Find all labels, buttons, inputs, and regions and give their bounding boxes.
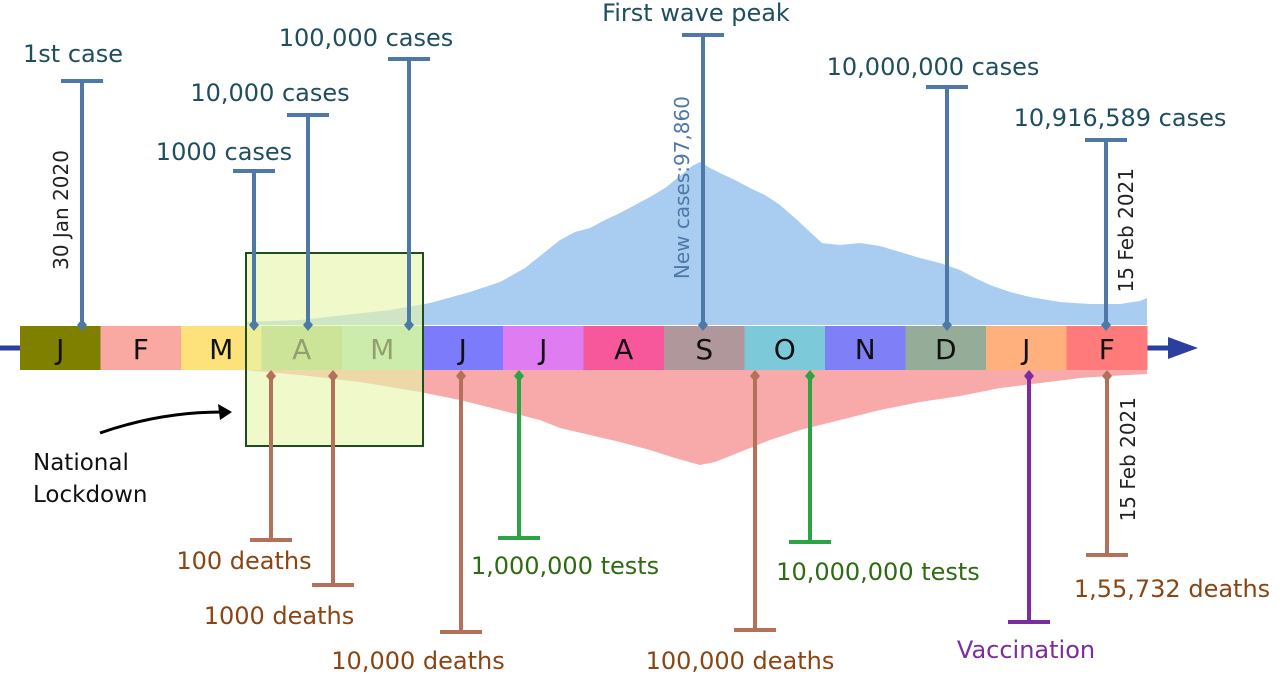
milestone-diamond [328, 370, 338, 382]
month-label: M [209, 333, 233, 366]
milestone-diamond [249, 319, 259, 331]
deaths-milestone-marker: 100 deaths [176, 370, 312, 575]
month-block [422, 326, 504, 370]
deaths-milestone-marker: 1000 deaths [204, 370, 355, 630]
month-label: J [1020, 333, 1030, 366]
case-milestone-marker: 1st case 30 Jan 2020 [23, 40, 123, 331]
deaths-milestone-marker: 100,000 deaths [646, 370, 835, 675]
milestone-diamond [1024, 370, 1034, 382]
milestone-label: 10,000,000 tests [776, 558, 980, 586]
milestone-label: 10,000,000 cases [827, 53, 1040, 81]
new-cases-area [245, 162, 1147, 325]
milestone-label: 100 deaths [176, 547, 311, 575]
month-label: F [133, 333, 149, 366]
milestone-label: Vaccination [957, 636, 1095, 664]
milestone-diamond [514, 370, 524, 382]
month-block [825, 326, 906, 370]
month-label: N [855, 333, 876, 366]
month-block [905, 326, 987, 370]
month-block [503, 326, 584, 370]
month-blocks: JFMAMJJASONDJF [20, 326, 1148, 370]
month-label: S [695, 333, 713, 366]
lockdown-annotation: National Lockdown [33, 404, 232, 508]
month-label: O [774, 333, 796, 366]
daily-deaths-area [245, 370, 1147, 465]
event-markers: 1st case 30 Jan 2020 1000 cases 10,000 case… [23, 0, 1270, 675]
case-milestone-marker: 10,000 cases [190, 79, 350, 331]
milestone-label: 10,000 deaths [331, 647, 504, 675]
milestone-diamond [303, 319, 313, 331]
milestone-date-label: 15 Feb 2021 [1114, 168, 1138, 292]
milestone-date-label: 15 Feb 2021 [1116, 397, 1140, 521]
month-label: D [935, 333, 957, 366]
milestone-diamond [77, 319, 87, 331]
month-block [1066, 326, 1148, 370]
milestone-diamond [942, 319, 952, 331]
milestone-diamond [750, 370, 760, 382]
lockdown-label-line1: National [33, 450, 129, 476]
axis-arrowhead [1168, 337, 1198, 359]
milestone-label: 1000 cases [156, 138, 292, 166]
deaths-milestone-marker: 1,55,732 deaths 15 Feb 2021 [1074, 370, 1270, 603]
milestone-label: 100,000 cases [279, 24, 454, 52]
timeline-axis [0, 337, 1198, 359]
month-block [100, 326, 182, 370]
milestone-diamond [698, 319, 708, 331]
lockdown-pointer-head [218, 404, 232, 420]
month-label: F [1099, 333, 1115, 366]
tests-milestone-marker: 10,000,000 tests [776, 370, 980, 586]
milestone-date-label: New cases:97,860 [670, 96, 694, 279]
case-milestone-marker: 1000 cases [156, 138, 292, 331]
milestone-date-label: 30 Jan 2020 [49, 150, 73, 270]
lockdown-label-line2: Lockdown [33, 482, 148, 508]
milestone-diamond [404, 319, 414, 331]
month-block [986, 326, 1067, 370]
case-milestone-marker: 10,916,589 cases 15 Feb 2021 [1014, 104, 1227, 331]
milestone-diamond [1102, 370, 1112, 382]
month-label: J [54, 333, 64, 366]
milestone-diamond [1101, 319, 1111, 331]
month-block [20, 326, 101, 370]
milestone-label: 1000 deaths [204, 602, 355, 630]
milestone-diamond [266, 370, 276, 382]
milestone-label: 10,000 cases [190, 79, 349, 107]
month-label: A [614, 333, 633, 366]
month-block [744, 326, 826, 370]
month-block [664, 326, 745, 370]
milestone-label: First wave peak [602, 0, 790, 27]
milestone-label: 100,000 deaths [646, 647, 835, 675]
milestone-label: 10,916,589 cases [1014, 104, 1227, 132]
tests-milestone-marker: 1,000,000 tests [471, 370, 659, 580]
case-milestone-marker: 10,000,000 cases [827, 53, 1040, 331]
deaths-milestone-marker: 10,000 deaths [331, 370, 505, 675]
vaccination-milestone-marker: Vaccination [957, 370, 1095, 664]
milestone-diamond [805, 370, 815, 382]
month-block [583, 326, 665, 370]
lockdown-pointer-arrow [99, 410, 223, 435]
milestone-label: 1st case [23, 40, 123, 68]
month-label: J [537, 333, 547, 366]
milestone-diamond [456, 370, 466, 382]
milestone-label: 1,000,000 tests [471, 552, 659, 580]
milestone-label: 1,55,732 deaths [1074, 575, 1270, 603]
case-milestone-marker: 100,000 cases [279, 24, 454, 331]
month-label: J [457, 333, 467, 366]
